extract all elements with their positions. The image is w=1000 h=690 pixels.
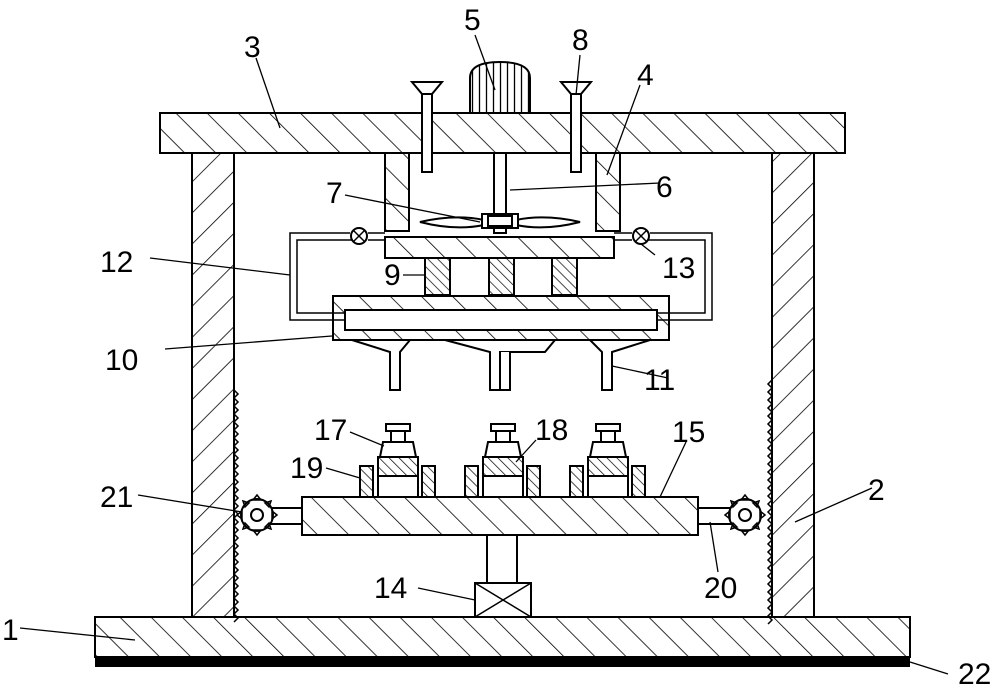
- label-10: 10: [105, 344, 138, 377]
- base-plate: [94, 616, 911, 658]
- workbench: [301, 496, 699, 536]
- nozzle-left: [351, 339, 413, 391]
- block-mid: [488, 257, 515, 296]
- left-column: [191, 152, 235, 618]
- label-7: 7: [326, 177, 343, 210]
- right-rack: [766, 379, 774, 625]
- left-funnel: [409, 81, 445, 173]
- label-12: 12: [100, 246, 133, 279]
- right-valve: [632, 227, 650, 245]
- circulation-pipe-right: [650, 232, 713, 321]
- label-17: 17: [314, 414, 347, 447]
- label-9: 9: [384, 259, 401, 292]
- label-8: 8: [572, 24, 589, 57]
- left-bracket: [384, 152, 410, 232]
- nozzle-mid-right: [499, 352, 511, 391]
- label-20: 20: [704, 572, 737, 605]
- label-14: 14: [374, 572, 407, 605]
- blade-hub-inner: [487, 215, 513, 227]
- circulation-pipe-left-inner: [296, 239, 352, 314]
- fixture-mid: [464, 423, 541, 498]
- motor: [469, 60, 531, 114]
- label-3: 3: [244, 31, 261, 64]
- upper-press-plate: [384, 236, 615, 259]
- right-bracket: [595, 152, 621, 232]
- right-column: [771, 152, 815, 618]
- label-22: 22: [958, 658, 991, 690]
- label-13: 13: [662, 252, 695, 285]
- top-plate: [159, 112, 846, 154]
- label-11: 11: [644, 364, 675, 397]
- spray-box-inner: [344, 309, 658, 331]
- block-right: [551, 257, 578, 296]
- left-valve: [350, 227, 368, 245]
- circulation-pipe-left: [289, 232, 350, 321]
- anti-slip-pad: [95, 657, 910, 667]
- right-gear: [723, 493, 767, 537]
- left-rack: [232, 389, 240, 623]
- part-labels: 1 2 3 4 5 6 7 8 9 10 11 12 13 14 15 17 1…: [2, 4, 991, 690]
- label-5: 5: [464, 4, 481, 37]
- stirring-blade-left: [419, 216, 485, 229]
- label-18: 18: [535, 414, 568, 447]
- support-column: [486, 534, 518, 584]
- label-6: 6: [656, 171, 673, 204]
- leader-lines: [19, 34, 949, 675]
- fixture-left: [359, 423, 436, 498]
- label-15: 15: [672, 416, 705, 449]
- label-19: 19: [290, 452, 323, 485]
- label-1: 1: [2, 614, 19, 647]
- stirring-blade-right: [515, 216, 581, 229]
- block-left: [424, 257, 451, 296]
- label-2: 2: [868, 474, 885, 507]
- circulation-pipe-right-inner: [648, 239, 706, 314]
- fixture-right: [569, 423, 646, 498]
- label-21: 21: [100, 481, 133, 514]
- lift-motor: [474, 582, 532, 618]
- label-4: 4: [637, 59, 654, 92]
- left-gear: [235, 493, 279, 537]
- nozzle-right: [587, 339, 651, 391]
